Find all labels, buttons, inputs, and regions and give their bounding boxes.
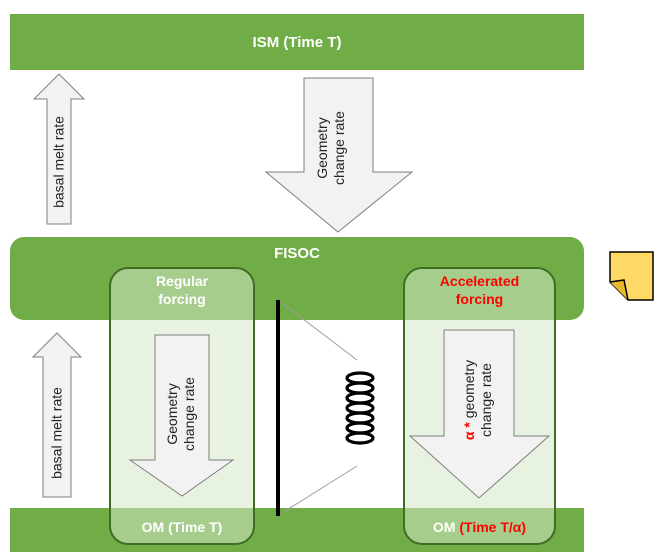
upper-geometry-label: Geometry change rate (314, 111, 347, 185)
zoom-line-top (281, 302, 358, 361)
lower-basal-melt-label: basal melt rate (48, 387, 65, 479)
accelerated-geometry-label: α * geometry change rate (461, 359, 494, 441)
zoom-line-bottom (281, 465, 358, 514)
upper-basal-melt-arrow (32, 73, 86, 225)
regular-forcing-title: Regular forcing (155, 273, 209, 307)
accelerated-forcing-title: Accelerated forcing (439, 273, 520, 307)
accelerated-om-label: OM (Time T/α) (432, 519, 527, 535)
ism-bar: ISM (Time T) (10, 14, 584, 70)
upper-geometry-arrow (264, 77, 414, 233)
regular-geometry-arrow (128, 334, 235, 497)
accelerated-geometry-arrow (408, 329, 551, 499)
ism-bar-label: ISM (Time T) (252, 33, 342, 51)
regular-om-label: OM (Time T) (141, 519, 223, 535)
regular-geometry-label: Geometry change rate (164, 377, 197, 451)
fisoc-bar-label: FISOC (274, 245, 320, 262)
sticky-note-icon (609, 251, 654, 301)
coil-spring-icon (345, 371, 375, 445)
lower-basal-melt-arrow (31, 332, 83, 498)
upper-basal-melt-label: basal melt rate (50, 116, 67, 208)
